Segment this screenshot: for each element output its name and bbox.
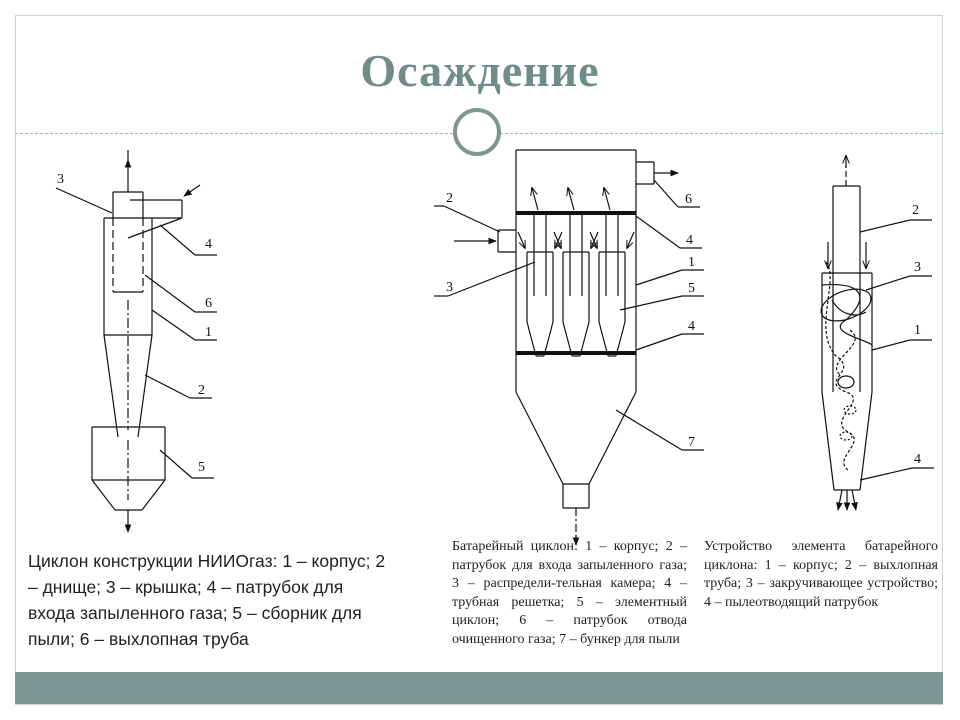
diag1-label-5: 5 [198,460,205,475]
diag3-label-2: 2 [912,203,919,218]
diag2-label-3: 3 [446,280,453,295]
diag2-label-4-top: 4 [686,233,693,248]
diag2-label-1: 1 [688,255,695,270]
diag1-label-6: 6 [205,296,212,311]
diag2-label-4-bottom: 4 [688,319,695,334]
battery-cyclone-drawing [434,149,704,546]
diag2-label-2: 2 [446,191,453,206]
diag2-label-7: 7 [688,435,695,450]
diag1-label-3: 3 [57,172,64,187]
element-cyclone [553,188,599,357]
diag3-label-4: 4 [914,452,921,467]
diag2-label-5: 5 [688,281,695,296]
ring-ornament [453,108,501,156]
diag2-label-6: 6 [685,192,692,207]
element-cyclone [517,188,563,357]
slide-frame [15,15,943,705]
element-cyclones [517,188,635,357]
caption-battery-cyclone: Батарейный циклон: 1 – корпус; 2 – патру… [452,539,687,647]
diag1-label-2: 2 [198,383,205,398]
element-cyclone [589,188,635,357]
diag1-label-1: 1 [205,325,212,340]
diag3-label-1: 1 [914,323,921,338]
caption-niiogaz-cyclone: Циклон конструкции НИИОгаз: 1 – корпус; … [28,551,386,649]
slide-title: Осаждение [360,45,600,96]
cyclone-element-drawing [820,156,934,511]
diag3-label-3: 3 [914,260,921,275]
footer-band [15,672,943,704]
diag1-label-4: 4 [205,237,212,252]
cyclone-niiogaz-drawing [55,150,217,533]
caption-cyclone-element: Устройство элемента батарейного циклона:… [704,539,938,610]
